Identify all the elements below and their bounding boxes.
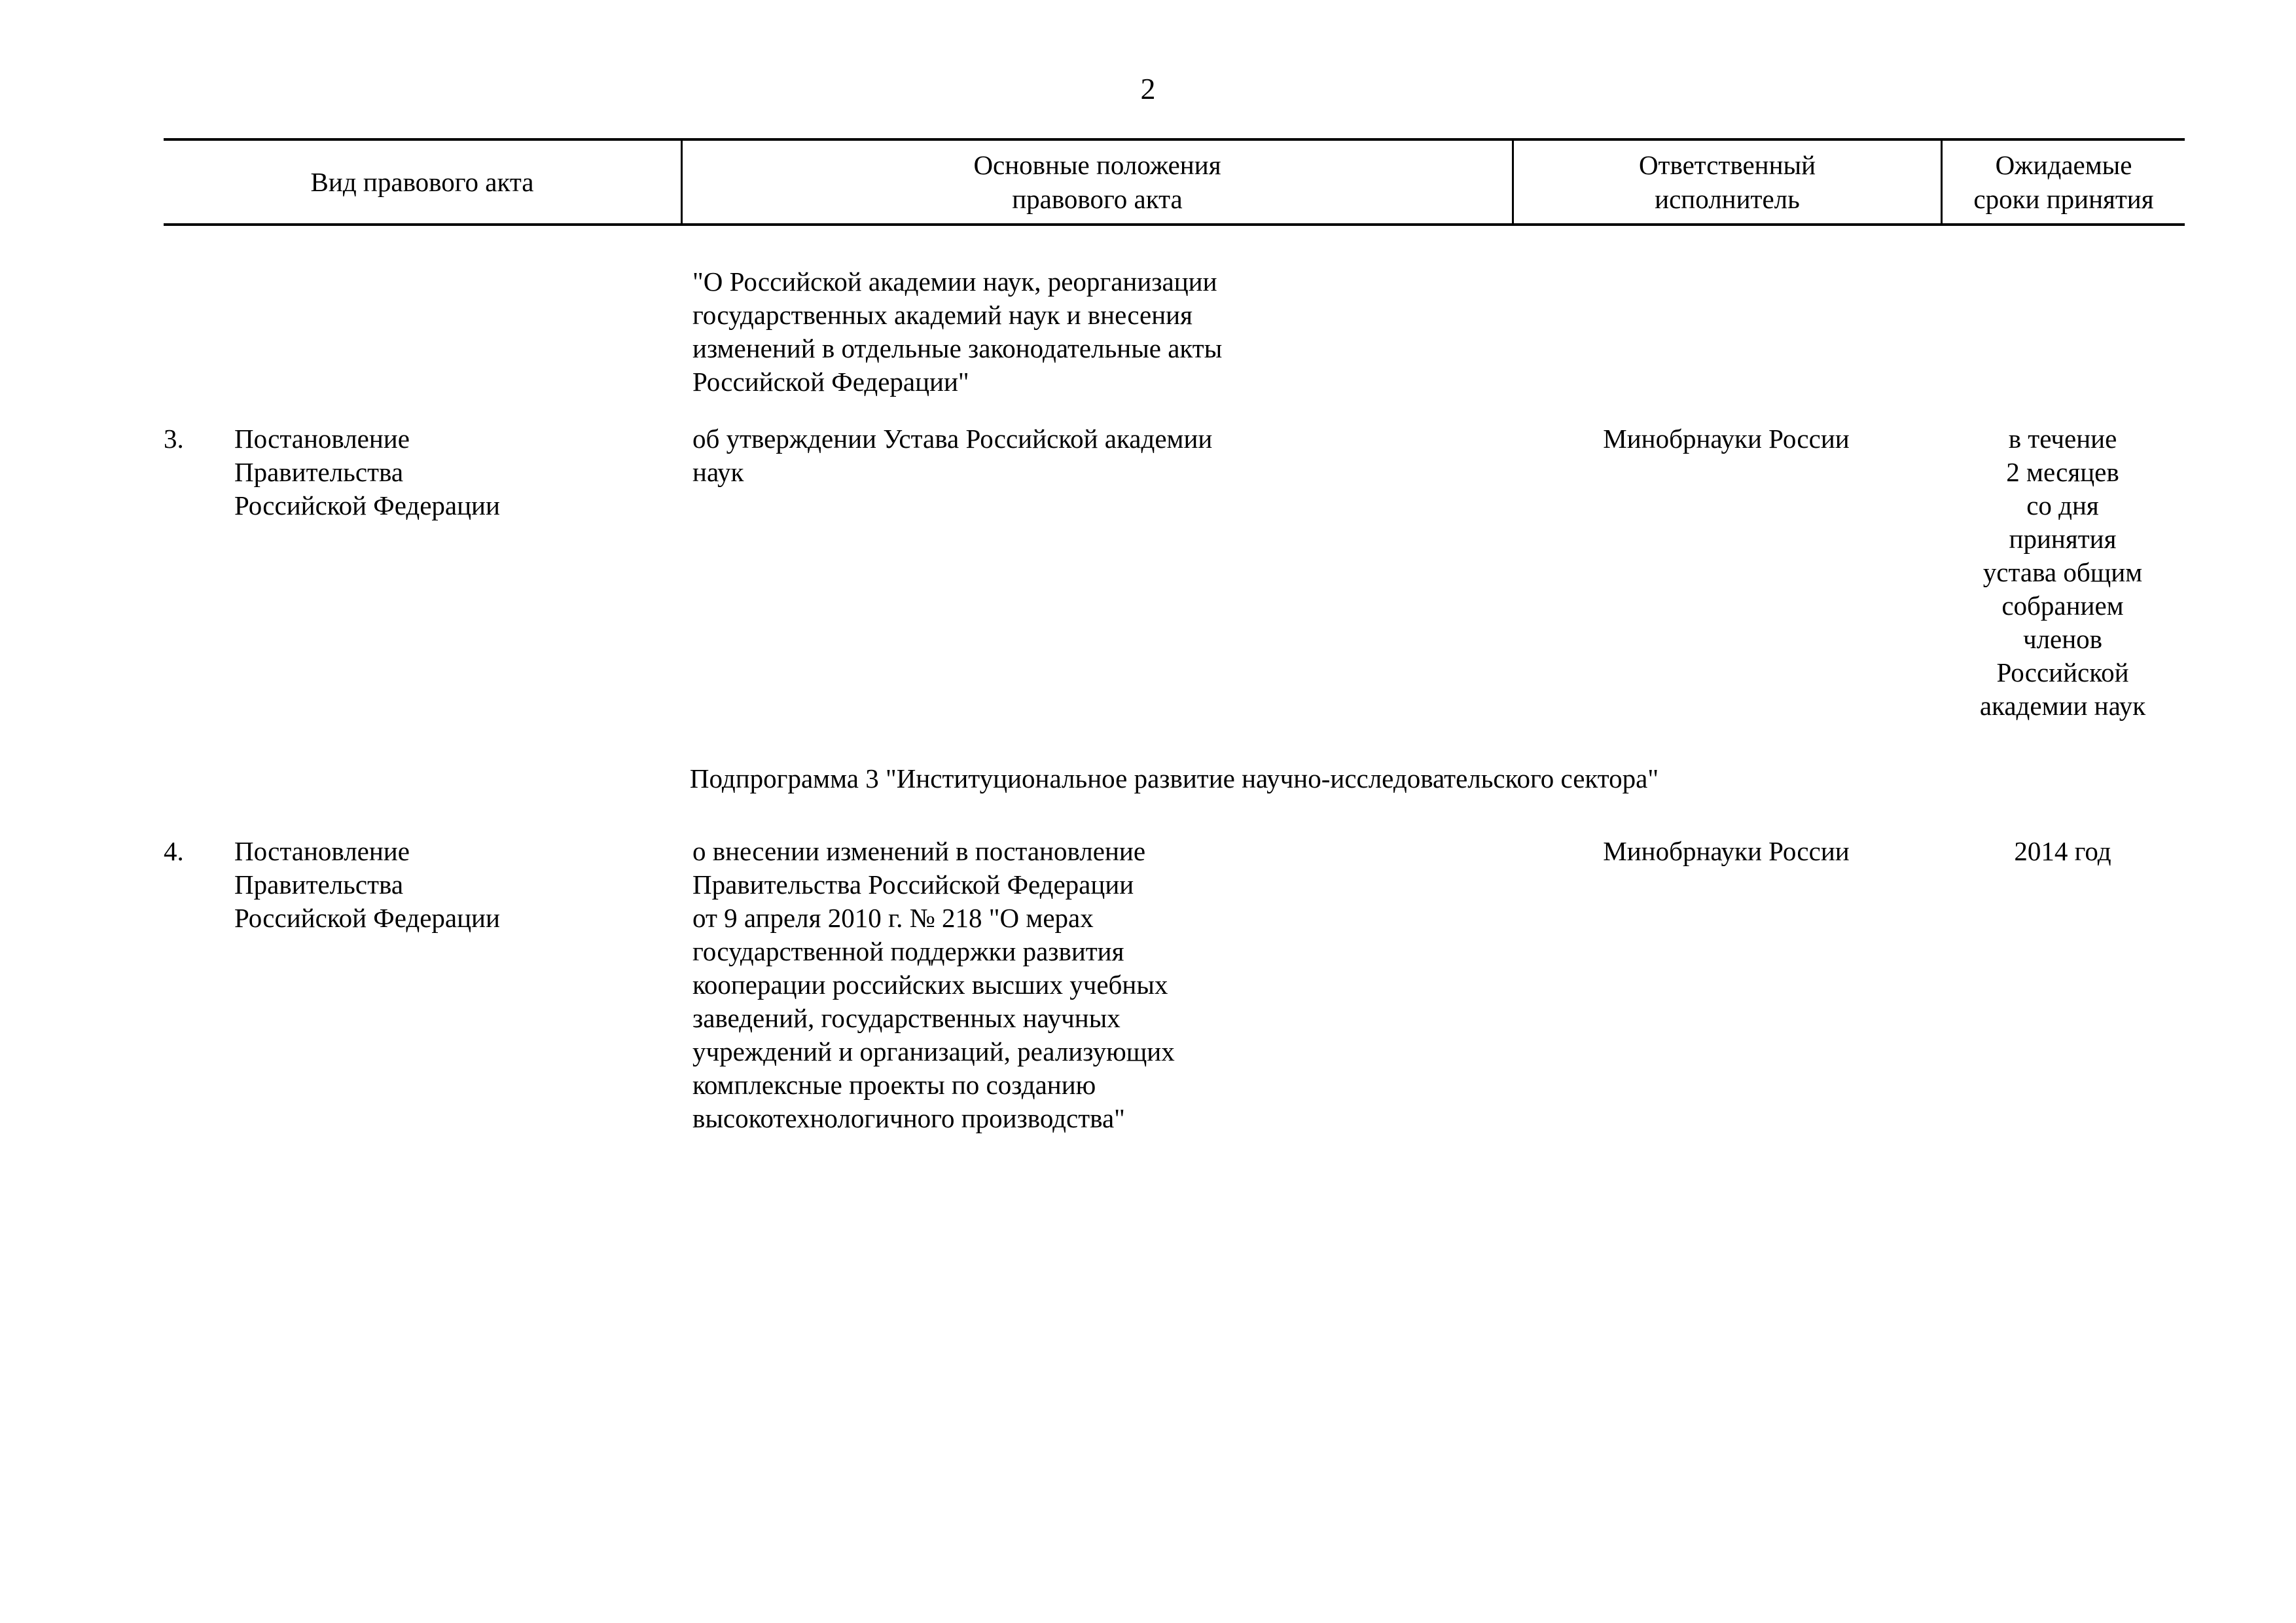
spacer [164, 399, 2185, 422]
spacer [164, 723, 2185, 762]
act-type-line: Правительства [234, 869, 404, 900]
provision-line: государственной поддержки развития [692, 936, 1124, 966]
provision-line: "О Российской академии наук, реорганизац… [692, 266, 1217, 297]
provision-line: государственных академий наук и внесения [692, 300, 1193, 330]
row-main-provisions: "О Российской академии наук, реорганизац… [681, 265, 1512, 399]
page-number: 2 [1140, 72, 1156, 105]
table-row-continuation: "О Российской академии наук, реорганизац… [164, 265, 2185, 399]
row-main-provisions: об утверждении Устава Российской академи… [681, 422, 1512, 489]
row-number: 3. [164, 424, 184, 454]
act-type-line: Российской Федерации [234, 490, 500, 520]
spacer [164, 226, 2185, 265]
term-line: 2014 год [2014, 836, 2111, 866]
header-line: правового акта [1012, 184, 1183, 214]
legal-acts-table: Вид правового акта Основные положения пр… [164, 138, 2185, 1135]
provision-line: комплексные проекты по созданию [692, 1070, 1096, 1100]
table-row: 3. Постановление Правительства Российско… [164, 422, 2185, 723]
provision-line: об утверждении Устава Российской академи… [692, 424, 1213, 454]
subprogram-heading: Подпрограмма 3 "Институциональное развит… [689, 763, 1659, 793]
act-type-line: Постановление [234, 424, 410, 454]
column-header-main-provisions: Основные положения правового акта [681, 141, 1512, 223]
row-main-provisions: о внесении изменений в постановление Пра… [681, 835, 1512, 1135]
provision-line: Российской Федерации" [692, 367, 969, 397]
header-line: Ответственный [1638, 150, 1816, 180]
term-line: членов [2022, 624, 2103, 654]
header-line: сроки принятия [1973, 184, 2154, 214]
table-top-rule [164, 138, 2185, 141]
provision-line: Правительства Российской Федерации [692, 869, 1134, 900]
header-line: исполнитель [1655, 184, 1800, 214]
table-row: 4. Постановление Правительства Российско… [164, 835, 2185, 1135]
row-act-type: Постановление Правительства Российской Ф… [203, 422, 681, 522]
provision-line: от 9 апреля 2010 г. № 218 "О мерах [692, 903, 1094, 933]
term-line: 2 месяцев [2006, 457, 2119, 487]
row-act-type: Постановление Правительства Российской Ф… [203, 835, 681, 935]
column-header-expected-terms: Ожидаемые сроки принятия [1941, 141, 2185, 223]
header-line: Ожидаемые [1995, 150, 2132, 180]
table-header-row: Вид правового акта Основные положения пр… [164, 141, 2185, 223]
column-header-responsible-executor: Ответственный исполнитель [1512, 141, 1941, 223]
act-type-line: Российской Федерации [234, 903, 500, 933]
term-line: принятия [2009, 524, 2117, 554]
row-responsible-executor: Минобрнауки России [1603, 424, 1850, 454]
term-line: в течение [2008, 424, 2117, 454]
provision-line: кооперации российских высших учебных [692, 970, 1168, 1000]
table-header-bottom-rule [164, 223, 2185, 226]
term-line: академии наук [1979, 691, 2146, 721]
header-line: Вид правового акта [310, 167, 534, 197]
column-header-act-type: Вид правового акта [164, 141, 681, 223]
provision-line: о внесении изменений в постановление [692, 836, 1146, 866]
spacer [164, 795, 2185, 835]
provision-line: наук [692, 457, 744, 487]
term-line: собранием [2001, 591, 2124, 621]
row-expected-term: 2014 год [1941, 835, 2185, 868]
header-line: Основные положения [973, 150, 1221, 180]
provision-line: заведений, государственных научных [692, 1003, 1121, 1033]
row-responsible-executor: Минобрнауки России [1603, 836, 1850, 866]
provision-line: учреждений и организаций, реализующих [692, 1036, 1175, 1067]
term-line: Российской [1996, 657, 2129, 687]
act-type-line: Правительства [234, 457, 404, 487]
term-line: устава общим [1982, 557, 2143, 587]
provision-line: высокотехнологичного производства" [692, 1103, 1125, 1133]
provision-line: изменений в отдельные законодательные ак… [692, 333, 1223, 363]
row-expected-term: в течение 2 месяцев со дня принятия уста… [1941, 422, 2185, 723]
row-number: 4. [164, 836, 184, 866]
act-type-line: Постановление [234, 836, 410, 866]
term-line: со дня [2026, 490, 2099, 520]
